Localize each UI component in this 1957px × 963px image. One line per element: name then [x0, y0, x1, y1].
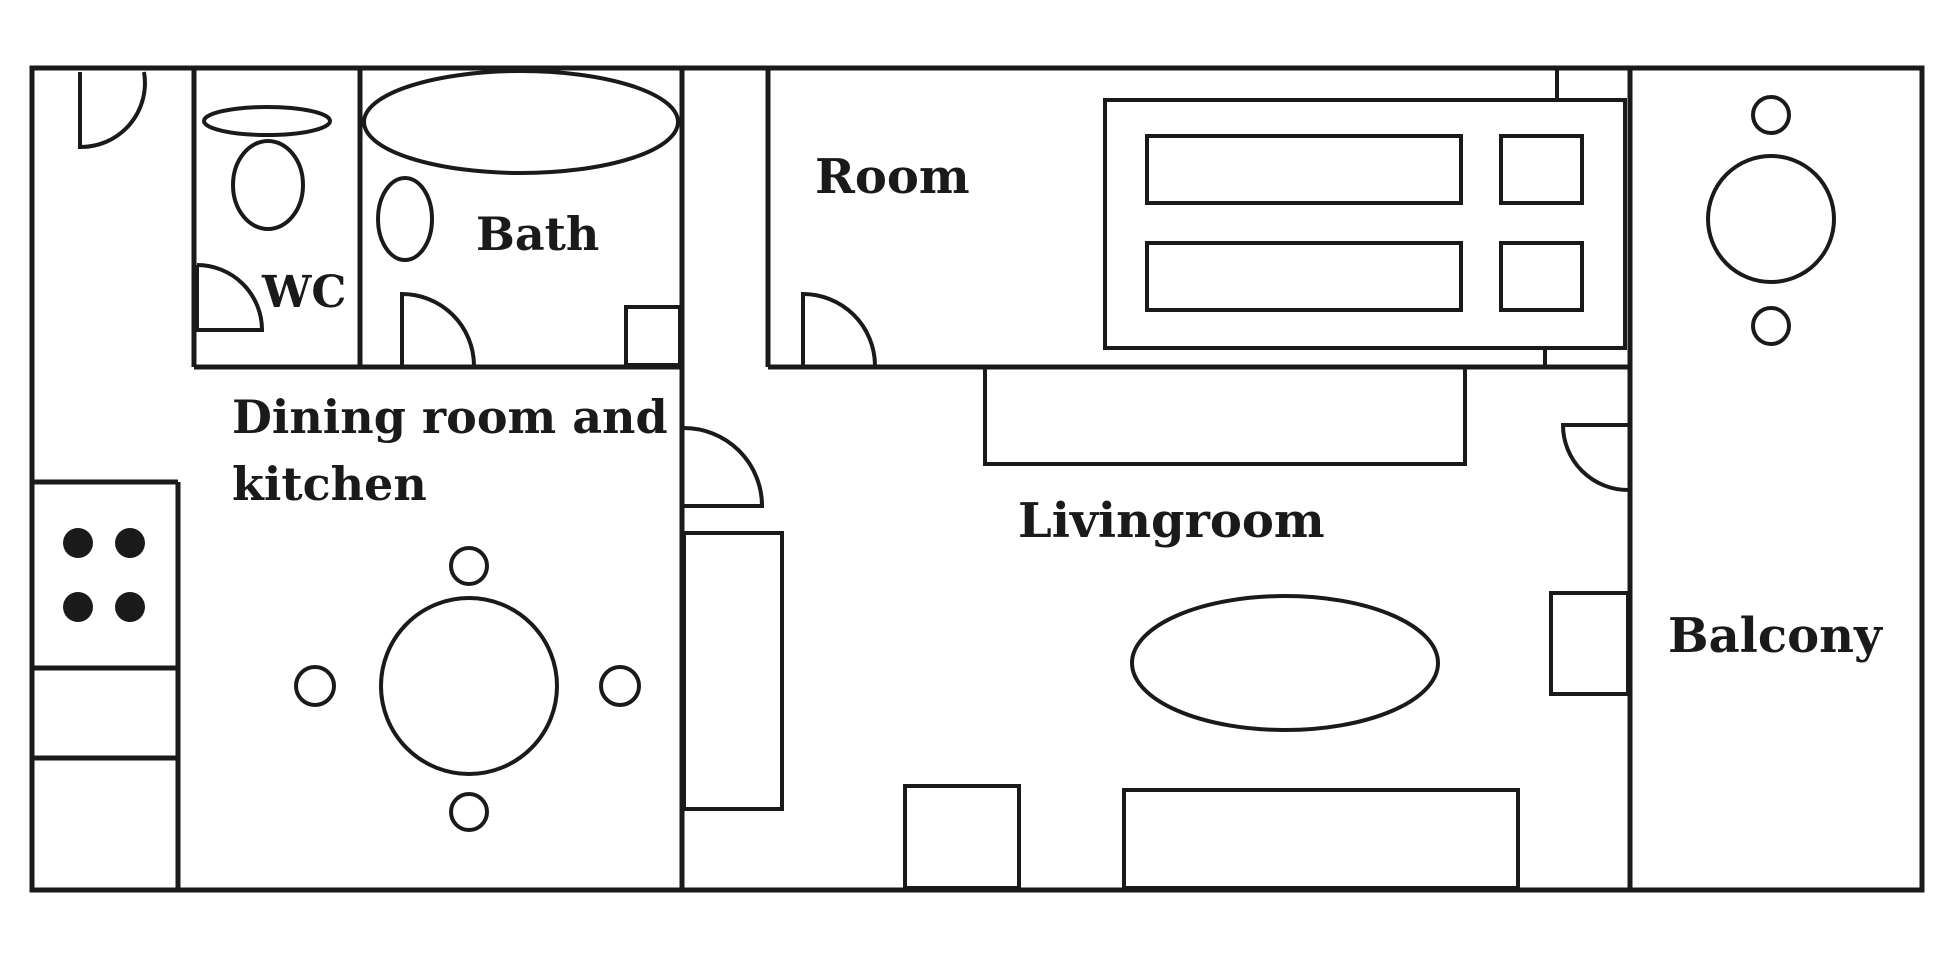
label-wc: WC [261, 267, 346, 318]
dining-chair-right [599, 665, 641, 707]
bed-mattress-bottom [1145, 241, 1463, 312]
door-room [801, 291, 877, 366]
sofa [1122, 788, 1520, 890]
toilet-icon [231, 139, 305, 231]
tv-unit [983, 365, 1467, 466]
armchair-right [1549, 591, 1630, 696]
door-entrance [78, 71, 147, 150]
label-dining-line1: Dining room and [232, 390, 668, 444]
door-balcony [1560, 423, 1629, 492]
door-bath [400, 291, 476, 366]
balcony-furniture [1706, 95, 1836, 346]
stove-burner-icon [63, 592, 93, 622]
dining-chair-bottom [449, 792, 489, 832]
doors [78, 71, 1629, 508]
label-room: Room [815, 149, 970, 205]
bed-mattress-top [1145, 134, 1463, 205]
sink-icon [202, 105, 332, 137]
coffee-table [1130, 594, 1440, 732]
bathtub-icon [362, 69, 680, 175]
bath-cabinet [624, 305, 682, 367]
stove-burner-icon [63, 528, 93, 558]
door-wc [195, 263, 265, 332]
stove-burner-icon [115, 592, 145, 622]
nightstand-top [1499, 134, 1584, 205]
door-livingroom-left [683, 426, 765, 508]
wc-fixtures [202, 105, 332, 231]
livingroom-furniture [682, 365, 1630, 890]
label-bath: Bath [476, 207, 599, 261]
bath-fixtures [362, 69, 682, 367]
room-labels: WC Bath Room Dining room and kitchen Liv… [232, 149, 1884, 664]
side-cabinet [682, 531, 784, 811]
bed-frame [1103, 98, 1627, 350]
room-furniture [1103, 98, 1627, 350]
label-balcony: Balcony [1668, 608, 1884, 664]
stove-burner-icon [115, 528, 145, 558]
dining-table [379, 596, 559, 776]
armchair-bottom [903, 784, 1021, 890]
nightstand-bottom [1499, 241, 1584, 312]
balcony-chair-bottom [1751, 306, 1791, 346]
balcony-chair-top [1751, 95, 1791, 135]
bath-sink-icon [376, 176, 434, 262]
label-livingroom: Livingroom [1018, 493, 1325, 549]
dining-chair-left [294, 665, 336, 707]
dining-chair-top [449, 546, 489, 586]
balcony-table [1706, 154, 1836, 284]
kitchen-furniture [63, 528, 641, 832]
label-dining-line2: kitchen [232, 457, 427, 511]
